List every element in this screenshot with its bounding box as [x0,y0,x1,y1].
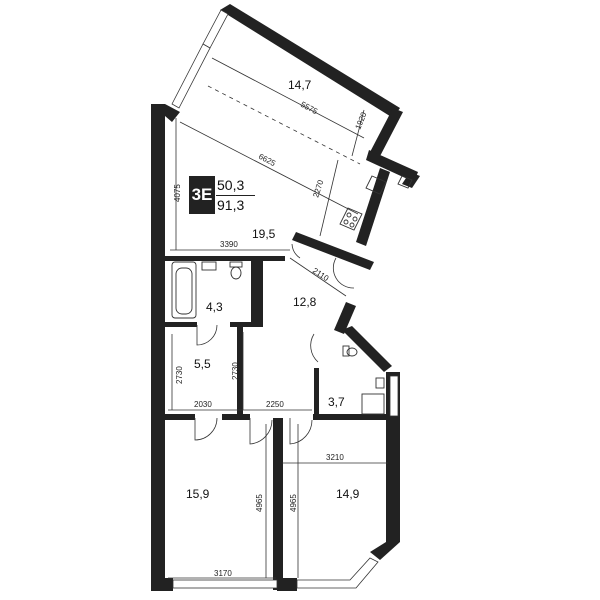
dim-label-5575: 5575 [299,100,319,117]
room-area-balcony: 14,7 [288,78,312,92]
bathroom-sink-icon [201,261,217,271]
wc-left-wall [314,368,319,418]
room-areas: 14,7 19,5 4,3 12,8 5,5 3,7 15,9 14,9 [186,78,360,501]
apartment-code: 3E [189,176,215,214]
wc-toilet-tank [342,345,350,357]
dim-label-3170: 3170 [214,569,232,578]
room-area-kitchen-living: 19,5 [252,227,276,241]
burner-1 [346,212,352,218]
wc-sink-icon [375,377,385,389]
outer-walls [151,4,420,591]
wc-door-icon [310,333,319,363]
storage-bottom-wall-left [165,414,195,420]
room-area-bathroom: 4,3 [206,300,223,314]
bedroom-top-wall-mid [222,414,250,420]
bathtub-icon [171,261,197,319]
room-area-wc: 3,7 [328,395,345,409]
bedroom-right-window [296,557,379,589]
dim-label-3210: 3210 [326,453,344,462]
dim-line-2270 [319,159,339,237]
dim-label-4965a: 4965 [255,494,264,512]
dim-label-2030: 2030 [194,400,212,409]
storage-right-wall [237,327,243,417]
bedroom-left-window [172,579,278,589]
room-area-bedroom-right: 14,9 [336,487,360,501]
wc-window [389,375,399,417]
bedroom-right-top-wall [313,414,386,420]
fridge-icon [397,175,413,189]
dim-line-dashed [207,85,361,165]
room-area-hallway: 12,8 [293,295,317,309]
entrance-door-icon [332,257,355,289]
shower-tray-icon [361,393,385,415]
wc-toilet-icon [346,347,358,357]
bathroom-toilet-tank [229,261,243,268]
top-left-corner-wall [151,104,180,122]
kitchen-right-wall [356,168,390,246]
bedroom-divider-wall [273,418,283,590]
badge-divider [216,195,255,196]
bathroom-bottom-wall-right [230,322,263,327]
room-area-storage: 5,5 [194,357,211,371]
hallway-right-wall-upper [334,302,356,334]
dim-line-1920 [351,109,365,157]
dim-label-2250: 2250 [266,400,284,409]
dim-label-4075: 4075 [173,184,182,202]
balcony-right-wall [369,108,403,160]
bedroom-right-door-icon [289,418,313,445]
cooktop-icon [339,207,363,231]
bathroom-door-icon [196,324,218,346]
dim-label-6625: 6625 [257,152,277,169]
dim-line-2110 [289,257,347,297]
windows [171,9,399,589]
kitchen-bottom-wall [292,232,374,270]
balcony-top-wall [220,4,400,118]
doors [194,243,355,445]
balcony-window [202,9,229,49]
dim-label-2730b: 2730 [231,362,240,380]
bedroom-left-door2-icon [249,418,273,445]
balcony-window-2 [171,43,211,109]
apartment-badge: 3E 50,3 91,3 [189,176,255,214]
bathtub-basin [175,267,193,315]
dim-label-2730a: 2730 [175,366,184,384]
burner-4 [349,222,355,228]
burner-2 [352,216,358,222]
dim-line-6625 [179,121,359,215]
bathroom-top-wall [165,256,285,261]
bottom-wall-left [151,578,173,591]
bathroom-toilet-icon [230,266,242,280]
burner-3 [343,219,349,225]
right-bottom-diagonal-wall [370,542,400,560]
dim-label-4965b: 4965 [289,494,298,512]
kitchen-sink-icon [365,175,387,195]
left-wall [151,104,165,591]
dim-label-2270: 2270 [311,178,325,198]
wc-top-wall [342,326,392,372]
dim-line-5575 [211,57,365,139]
living-area: 50,3 [217,177,245,193]
total-area: 91,3 [217,197,245,213]
dimension-labels: 5575 1920 6625 2270 4075 3390 2110 2730 … [173,100,369,578]
dim-label-1920: 1920 [354,110,369,130]
dim-label-2110: 2110 [311,266,331,283]
bathroom-right-wall [251,258,263,324]
kitchen-nook-top-wall [366,150,418,182]
kitchen-door-icon [291,243,301,259]
dimension-lines [168,57,388,579]
fixtures [171,175,413,415]
room-area-bedroom-left: 15,9 [186,487,210,501]
dim-label-3390: 3390 [220,240,238,249]
bathroom-bottom-wall-left [165,322,197,327]
interior-walls [165,256,386,590]
bedroom-left-door-icon [194,417,218,441]
